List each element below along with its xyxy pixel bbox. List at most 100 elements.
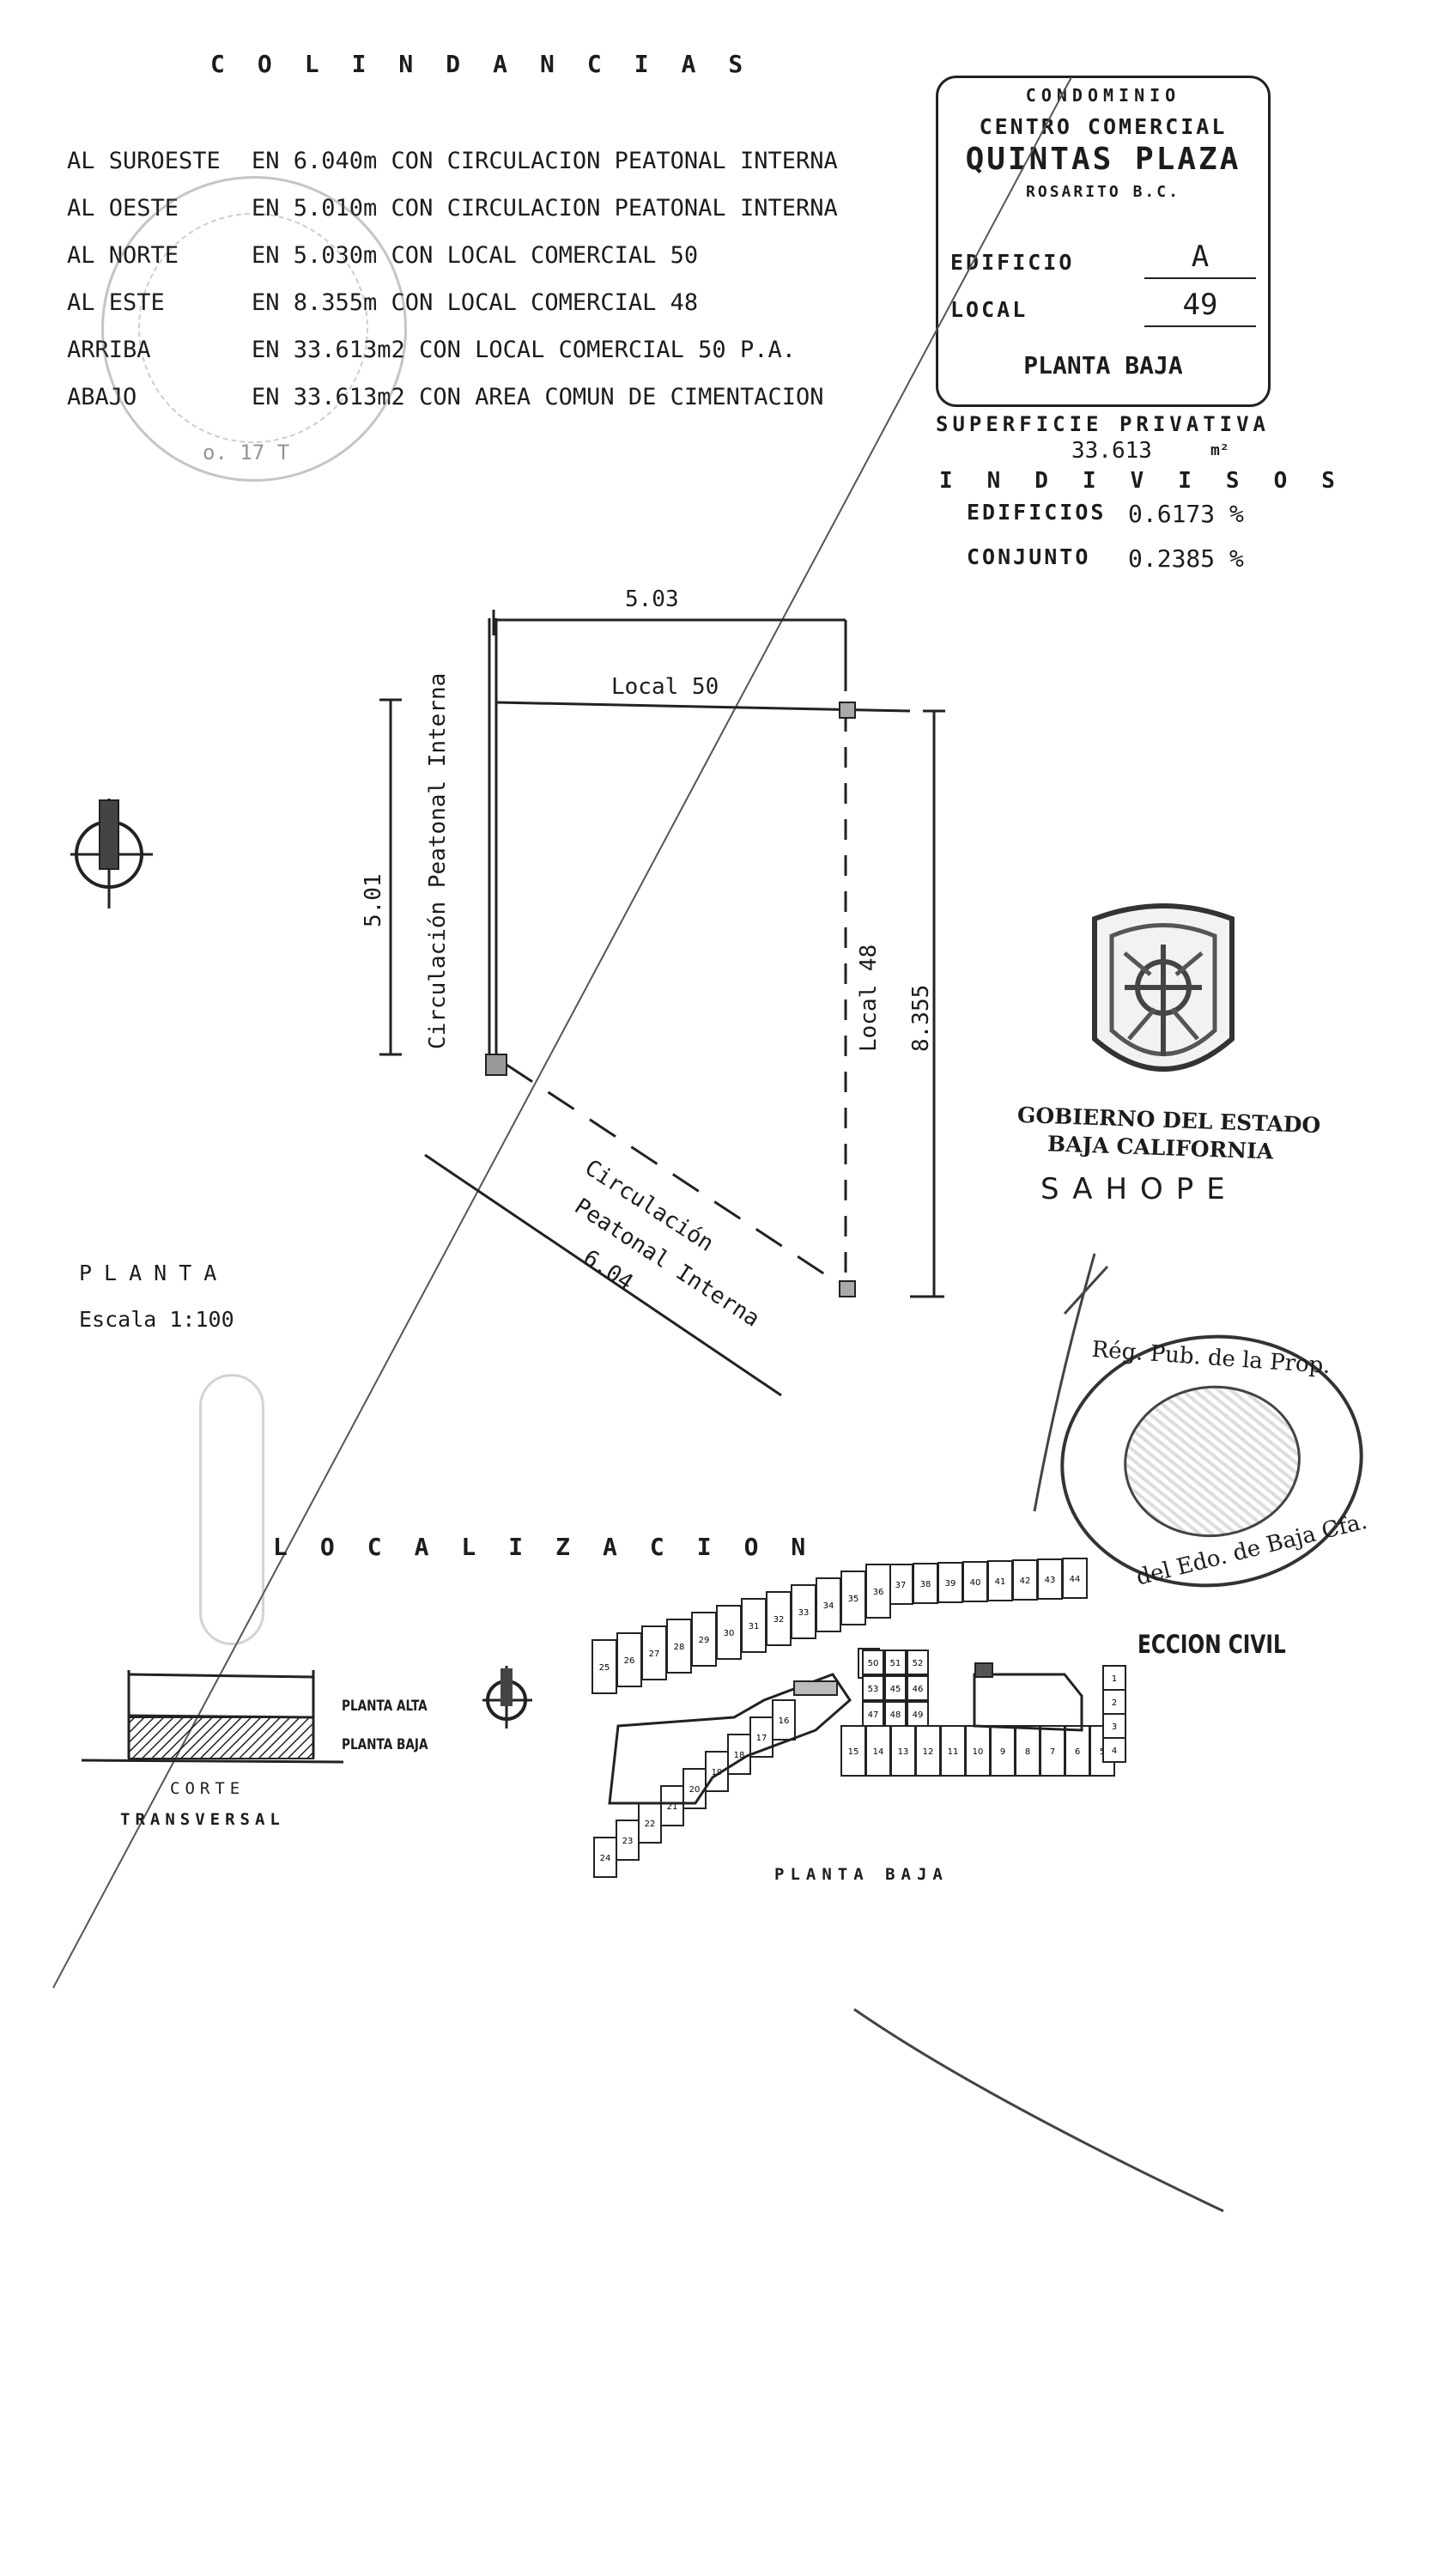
lot-cell [865,1725,891,1777]
lot-number: 32 [774,1615,785,1625]
lot-cell [1065,1725,1090,1777]
lot-number: 17 [756,1734,767,1743]
lot-number: 8 [1025,1747,1030,1757]
dim-right-label: 8.355 [908,984,934,1052]
signature-stroke [1033,1253,1096,1512]
lot-cell [691,1612,717,1667]
lot-number: 6 [1075,1747,1080,1757]
planta-label: PLANTA BAJA [1023,351,1183,380]
lot-cell [862,1649,884,1675]
lot-cell [840,1571,866,1625]
lot-cell [1012,1559,1038,1601]
corte-transversal-drawing [81,1670,344,1764]
lot-cell [1102,1689,1126,1715]
lot-cell [884,1675,907,1701]
column-marker [839,702,856,719]
lot-cell [907,1701,929,1727]
lot-number: 14 [873,1747,884,1757]
lot-number: 2 [1112,1698,1117,1708]
local-value: 49 [1182,288,1218,322]
lot-number: 48 [890,1710,901,1720]
lot-number: 4 [1112,1747,1117,1756]
lot-number: 12 [923,1747,934,1757]
colindancia-text: EN 6.040m CON CIRCULACION PEATONAL INTER… [252,148,838,174]
wall-southwest-dashed [506,1063,846,1290]
lot-number: 43 [1045,1576,1056,1585]
gobierno-line3: SAHOPE [1040,1172,1238,1206]
diagonal-cancel-line [52,76,1072,1989]
lot-number: 33 [798,1608,810,1618]
lot-number: 35 [848,1595,859,1604]
seal-inner-ring [138,213,368,443]
lot-number: 10 [973,1747,984,1757]
lot-cell [987,1560,1013,1601]
lot-number: 39 [945,1579,956,1589]
corte-label: CORTE [170,1779,246,1798]
lot-number: 41 [995,1577,1006,1587]
lot-number: 29 [699,1636,710,1645]
lot-number: 22 [645,1820,656,1829]
lot-number: 23 [622,1837,634,1846]
transversal-label: TRANSVERSAL [120,1810,285,1829]
lot-number: 28 [674,1643,685,1652]
lot-number: 38 [920,1580,931,1589]
lot-cell [766,1591,792,1646]
lot-cell [772,1699,796,1741]
dim-line-diagonal [424,1153,782,1397]
lot-number: 18 [734,1751,745,1760]
lot-cell [727,1734,751,1775]
lot-number: 45 [890,1685,901,1694]
column-marker [485,1054,507,1076]
superficie-label: SUPERFICIE PRIVATIVA [936,412,1270,436]
lot-number: 44 [1070,1575,1081,1584]
lot-number: 51 [890,1659,901,1668]
lot-number: 20 [689,1785,701,1795]
superficie-unit: m² [1210,441,1229,459]
planta-alta-label: PLANTA ALTA [342,1698,428,1715]
circulacion-west-label: Circulación Peatonal Interna [425,672,451,1049]
city-label: ROSARITO B.C. [1026,183,1180,201]
indivisos-label: INDIVISOS [939,468,1369,494]
lot-number: 16 [779,1716,790,1726]
lot-cell [907,1675,929,1701]
planta-baja-label: PLANTA BAJA [342,1736,428,1753]
edificio-underline [1144,277,1256,279]
lot-number: 3 [1112,1722,1117,1732]
lot-number: 9 [1000,1747,1005,1757]
conjunto-value: 0.2385 % [1128,544,1244,573]
dim-left-label: 5.01 [361,873,386,927]
lot-number: 49 [913,1710,924,1720]
lot-cell [638,1802,662,1844]
local-48-label: Local 48 [856,944,882,1052]
signature-stroke-tick [1063,1265,1109,1315]
lot-cell [862,1675,884,1701]
local-label: LOCAL [950,297,1028,322]
lot-cell [884,1649,907,1675]
highlighted-lot-marker [974,1662,993,1678]
notary-seal-stamp: o. 17 T [101,176,407,482]
lot-number: 34 [823,1601,834,1611]
colindancias-title: COLINDANCIAS [210,50,776,78]
faded-stamp-fragment [199,1374,264,1645]
lot-cell [865,1564,891,1619]
lot-number: 47 [868,1710,879,1720]
lot-number: 13 [898,1747,909,1757]
planta-title: PLANTA [79,1261,229,1285]
lot-number: 31 [749,1622,760,1631]
lot-number: 1 [1112,1674,1117,1684]
lot-number: 19 [712,1768,723,1777]
lot-number: 11 [948,1747,959,1757]
lot-number: 50 [868,1659,879,1668]
lot-cell [907,1649,929,1675]
north-arrow-icon [482,1666,532,1728]
lot-cell [593,1837,617,1878]
condominio-info-box: CONDOMINIO CENTRO COMERCIAL QUINTAS PLAZ… [936,76,1271,407]
lot-cell [1040,1725,1065,1777]
lot-cell [682,1768,707,1809]
floor-plan-drawing [379,610,945,1397]
lot-number: 30 [724,1629,735,1638]
lot-cell [641,1625,667,1680]
